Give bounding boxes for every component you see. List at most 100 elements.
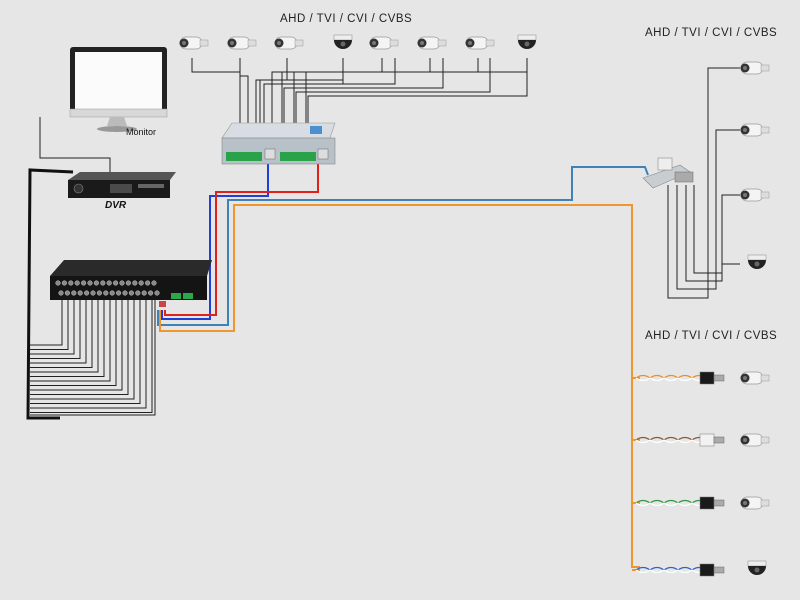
dvr-bnc-wire <box>30 300 117 386</box>
bnc-port <box>87 280 93 286</box>
hub-4ch-wire <box>676 129 740 290</box>
hub-4ch-connectors <box>674 171 694 183</box>
dvr-bnc-wire <box>30 300 111 382</box>
dvr-bnc-wire <box>30 300 123 391</box>
dvr-bnc-wire <box>30 300 129 395</box>
bnc-port <box>122 290 128 296</box>
dvr-bnc-wire <box>30 300 153 413</box>
right-bottom-camera-bullet <box>740 433 770 447</box>
twisted-pair-wire <box>635 502 707 507</box>
camera-mount <box>760 499 770 507</box>
camera-mount <box>760 64 770 72</box>
camera-mount <box>760 436 770 444</box>
blue-cable <box>161 162 269 320</box>
top-camera-bullet <box>227 36 257 50</box>
bnc-port <box>61 280 67 286</box>
monitor-neck <box>107 117 127 126</box>
dvr-bnc-wire <box>30 300 141 404</box>
dvr-bnc-wire <box>30 300 147 409</box>
right-bottom-camera-dome <box>747 560 767 575</box>
dvr-power-knob <box>73 183 84 194</box>
bnc-port <box>141 290 147 296</box>
bnc-port <box>145 280 151 286</box>
bnc-port <box>96 290 102 296</box>
rack-balun-device <box>50 260 212 307</box>
dvr-bnc-wire <box>30 300 69 350</box>
camera-wire <box>283 58 444 123</box>
bnc-port <box>154 290 160 296</box>
video-balun <box>699 371 725 385</box>
camera-mount <box>247 39 257 47</box>
twisted-pair-wire <box>635 374 707 379</box>
dvr-display <box>110 184 132 193</box>
bnc-port <box>103 290 109 296</box>
rack-terminal-block-1 <box>171 293 181 299</box>
dvr-bnc-wire <box>30 300 75 355</box>
monitor-chin <box>69 108 168 118</box>
bnc-port <box>116 290 122 296</box>
bnc-port <box>77 290 83 296</box>
top-camera-dome <box>517 34 537 49</box>
right-bottom-camera-bullet <box>740 371 770 385</box>
monitor-device <box>69 47 168 132</box>
dvr-bnc-wire <box>30 300 81 359</box>
top-camera-bullet <box>274 36 304 50</box>
bnc-port <box>138 280 144 286</box>
monitor-screen <box>75 52 162 109</box>
bnc-port <box>109 290 115 296</box>
monitor-dvr-cable <box>39 117 111 172</box>
camera-wire <box>239 58 249 123</box>
hub-8ch-rj45-2 <box>317 148 329 160</box>
top-camera-bullet <box>465 36 495 50</box>
dvr-bnc-wire <box>30 300 105 377</box>
bnc-port <box>64 290 70 296</box>
bnc-port <box>128 290 134 296</box>
camera-wire <box>281 58 431 123</box>
camera-lens <box>754 567 760 573</box>
dvr-label: DVR <box>105 200 127 211</box>
top-camera-bullet <box>417 36 447 50</box>
dvr-bnc-wire <box>30 300 93 368</box>
dvr-bnc-wire <box>30 300 156 416</box>
camera-mount <box>760 374 770 382</box>
wires-layer <box>26 58 740 574</box>
rack-rj45-port <box>159 301 166 307</box>
bnc-port <box>71 290 77 296</box>
bnc-port <box>93 280 99 286</box>
hub-4ch-wire <box>685 185 740 282</box>
twisted-pair-wire <box>635 439 707 444</box>
hub-8ch-device <box>221 122 336 165</box>
dvr-bnc-wire <box>30 300 135 400</box>
video-balun <box>699 433 725 447</box>
top-camera-dome <box>333 34 353 49</box>
video-balun <box>699 563 725 577</box>
bnc-port <box>81 280 87 286</box>
twisted-pair-wire <box>635 499 707 504</box>
cameras-layer <box>179 34 770 577</box>
hub-8ch-rj45-1 <box>264 148 276 160</box>
hub-4ch-wire <box>667 67 740 299</box>
dvr-bnc-wire <box>30 300 87 364</box>
hub-8ch-sticker <box>310 126 322 134</box>
hub-4ch-device <box>642 157 694 189</box>
camera-wire <box>263 58 344 123</box>
camera-mount <box>389 39 399 47</box>
right-top-camera-bullet <box>740 188 770 202</box>
camera-mount <box>199 39 209 47</box>
right-top-camera-bullet <box>740 123 770 137</box>
right-bottom-group-label: AHD / TVI / CVI / CVBS <box>645 330 778 342</box>
rack-terminal-block-2 <box>183 293 193 299</box>
bnc-port <box>151 280 157 286</box>
camera-wire <box>293 58 479 123</box>
top-camera-bullet <box>369 36 399 50</box>
camera-wire <box>295 58 491 123</box>
bnc-port <box>135 290 141 296</box>
dvr-rack-cable <box>26 168 74 420</box>
camera-lens <box>754 261 760 267</box>
camera-mount <box>760 126 770 134</box>
twisted-pair-wire <box>635 436 707 441</box>
bnc-port <box>74 280 80 286</box>
hub-4ch-wire <box>693 185 740 274</box>
camera-mount <box>485 39 495 47</box>
